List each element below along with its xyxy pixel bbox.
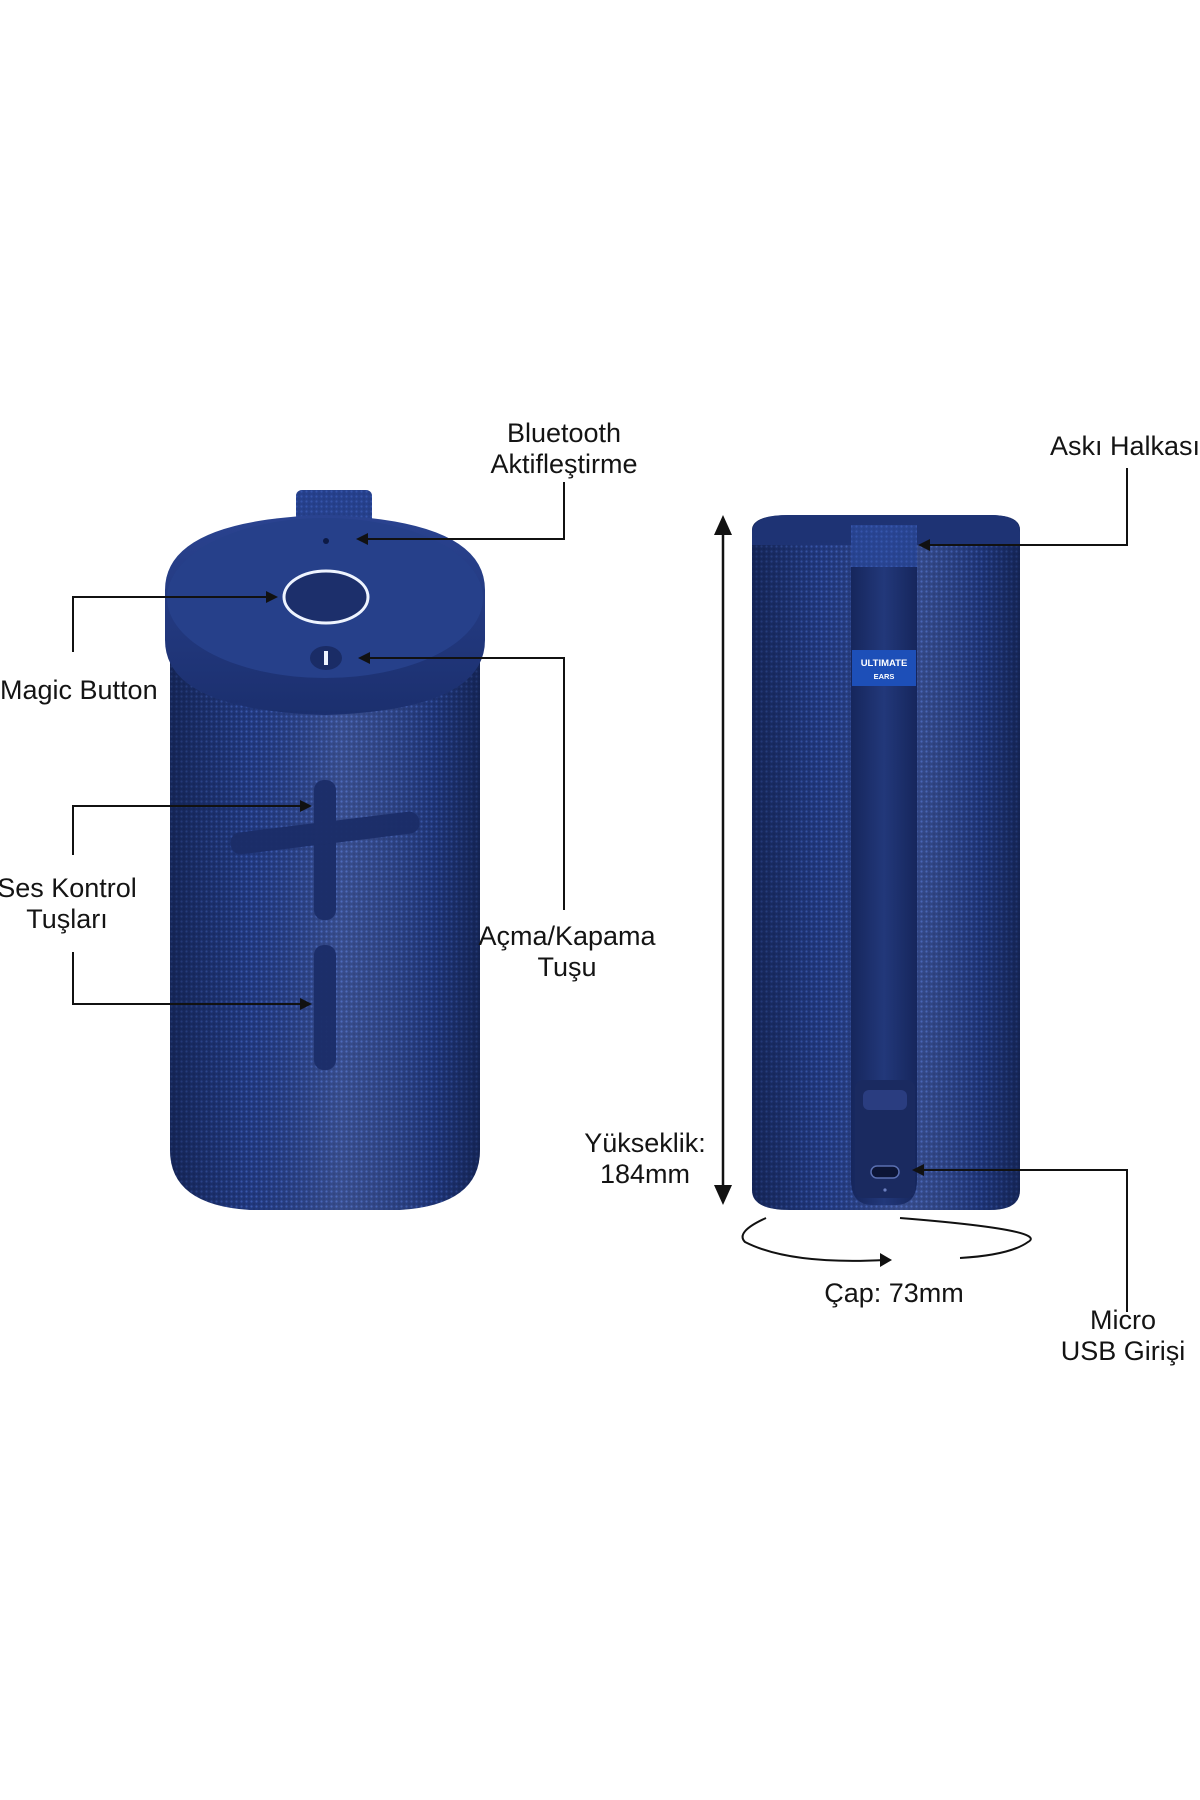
- micro-usb-label-line2: USB Girişi: [1060, 1336, 1186, 1366]
- height-dimension: [714, 515, 732, 1205]
- brand-badge: [852, 650, 916, 686]
- front-speaker: [165, 490, 485, 1210]
- height-label-line1: Yükseklik:: [584, 1128, 706, 1158]
- micro-usb-label-line1: Micro: [1089, 1305, 1156, 1335]
- height-label-line2: 184mm: [599, 1159, 691, 1189]
- back-strap: [851, 525, 917, 1205]
- strap-ring-label: Askı Halkası: [1049, 431, 1200, 461]
- badge-line2: EARS: [874, 672, 895, 681]
- diameter-arc: [741, 1217, 1032, 1267]
- bluetooth-label: Bluetooth Aktifleştirme: [490, 418, 637, 480]
- bluetooth-button-dot[interactable]: [323, 538, 329, 544]
- badge-line1: ULTIMATE: [861, 658, 908, 669]
- volume-keys-label: Ses Kontrol Tuşları: [0, 873, 137, 935]
- diameter-label: Çap: 73mm: [824, 1278, 964, 1308]
- back-speaker: ULTIMATE EARS: [752, 515, 1020, 1210]
- power-key-label: Açma/Kapama Tuşu: [478, 921, 655, 983]
- power-key-label-line2: Tuşu: [537, 952, 597, 982]
- height-label: Yükseklik: 184mm: [584, 1128, 706, 1190]
- volume-keys-label-line2: Tuşları: [26, 904, 108, 934]
- micro-usb-label: Micro USB Girişi: [1061, 1305, 1186, 1367]
- bluetooth-label-line1: Bluetooth: [506, 418, 622, 448]
- magic-button-label: Magic Button: [0, 675, 158, 705]
- power-key-label-line1: Açma/Kapama: [478, 921, 656, 951]
- micro-usb-port[interactable]: [870, 1165, 900, 1179]
- magic-button-ring[interactable]: [282, 569, 370, 625]
- volume-keys-label-line1: Ses Kontrol: [0, 873, 137, 903]
- bluetooth-label-line2: Aktifleştirme: [490, 449, 638, 479]
- volume-cross[interactable]: [229, 780, 420, 1070]
- leader-lines: [72, 468, 1128, 1312]
